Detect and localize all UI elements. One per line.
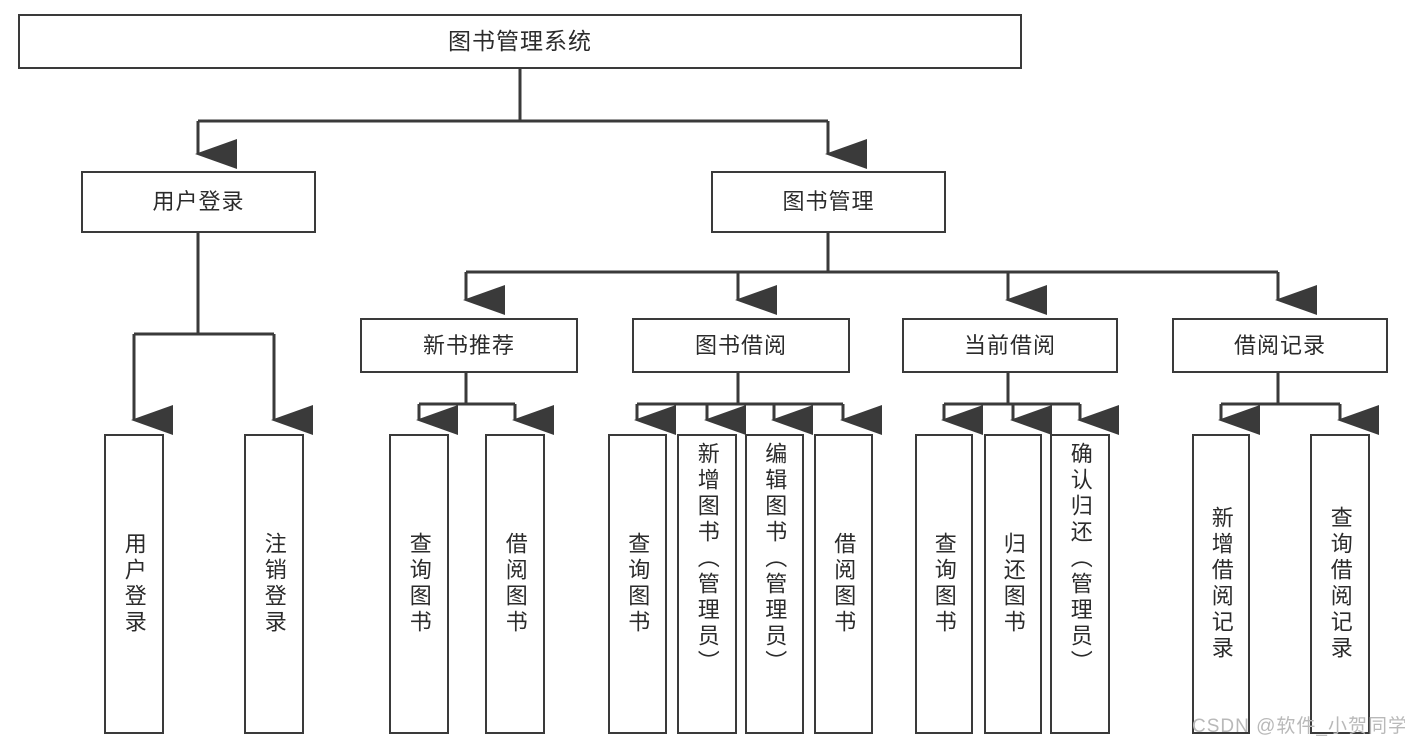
node-label: 当前借阅 (963, 332, 1056, 358)
node-label: 图书借阅 (694, 332, 787, 358)
node-label: 查询图书 (625, 532, 651, 636)
leaf-return-book[interactable]: 归还图书 (984, 434, 1042, 734)
leaf-borrow-book-borrow[interactable]: 借阅图书 (814, 434, 873, 734)
node-label: 归还图书 (1000, 532, 1026, 636)
node-label: 新书推荐 (422, 332, 515, 358)
leaf-query-book-current[interactable]: 查询图书 (915, 434, 973, 734)
node-label: 新增借阅记录 (1208, 506, 1234, 662)
leaf-confirm-return-admin[interactable]: 确认归还（管理员） (1050, 434, 1110, 734)
csdn-watermark: CSDN @软件_小贺同学 (1192, 716, 1405, 737)
node-label: 用户登录 (152, 189, 245, 215)
node-borrow-record[interactable]: 借阅记录 (1172, 318, 1388, 373)
node-label: 图书管理系统 (448, 27, 592, 54)
leaf-query-borrow-record[interactable]: 查询借阅记录 (1310, 434, 1370, 734)
leaf-query-book-borrow[interactable]: 查询图书 (608, 434, 667, 734)
leaf-query-book-recommend[interactable]: 查询图书 (389, 434, 449, 734)
node-label: 编辑图书（管理员） (762, 442, 788, 676)
node-label: 查询图书 (406, 532, 432, 636)
node-label: 查询图书 (931, 532, 957, 636)
node-current-borrow[interactable]: 当前借阅 (902, 318, 1118, 373)
node-label: 查询借阅记录 (1327, 506, 1353, 662)
node-user-login[interactable]: 用户登录 (81, 171, 316, 233)
leaf-edit-book-admin[interactable]: 编辑图书（管理员） (745, 434, 804, 734)
leaf-logout-login[interactable]: 注销登录 (244, 434, 304, 734)
node-label: 用户登录 (121, 532, 147, 636)
node-label: 注销登录 (261, 532, 287, 636)
node-book-borrow[interactable]: 图书借阅 (632, 318, 850, 373)
node-label: 借阅图书 (831, 532, 857, 636)
node-book-management-system[interactable]: 图书管理系统 (18, 14, 1022, 69)
leaf-add-book-admin[interactable]: 新增图书（管理员） (677, 434, 737, 734)
node-label: 确认归还（管理员） (1067, 442, 1093, 676)
node-new-book-recommend[interactable]: 新书推荐 (360, 318, 578, 373)
node-label: 借阅记录 (1233, 332, 1326, 358)
leaf-add-borrow-record[interactable]: 新增借阅记录 (1192, 434, 1250, 734)
leaf-user-login[interactable]: 用户登录 (104, 434, 164, 734)
leaf-borrow-book-recommend[interactable]: 借阅图书 (485, 434, 545, 734)
node-label: 新增图书（管理员） (694, 442, 720, 676)
node-book-management[interactable]: 图书管理 (711, 171, 946, 233)
node-label: 图书管理 (782, 189, 875, 215)
node-label: 借阅图书 (502, 532, 528, 636)
